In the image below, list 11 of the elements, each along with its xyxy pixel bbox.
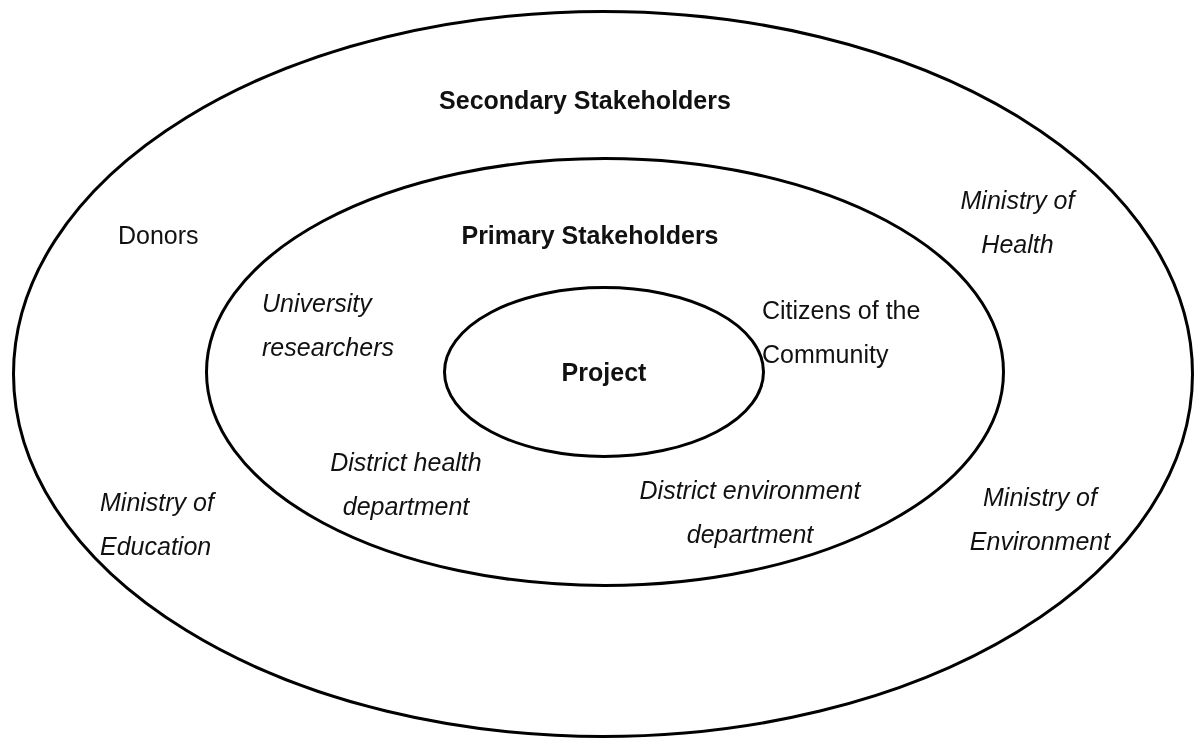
stakeholder-label: University researchers — [262, 288, 395, 363]
stakeholder-label: Ministry of Education — [100, 487, 217, 562]
ring-heading: Primary Stakeholders — [460, 220, 720, 251]
stakeholder-label: District health department — [329, 447, 483, 522]
project-label: Project — [560, 357, 648, 388]
stakeholder-label: District environment department — [638, 475, 863, 550]
stakeholder-label: Ministry of Health — [959, 185, 1078, 260]
stakeholder-label: Citizens of the Community — [762, 295, 922, 370]
ring-heading: Secondary Stakeholders — [438, 85, 732, 116]
stakeholder-label: Donors — [118, 220, 200, 251]
stakeholder-label: Ministry of Environment — [968, 482, 1112, 557]
